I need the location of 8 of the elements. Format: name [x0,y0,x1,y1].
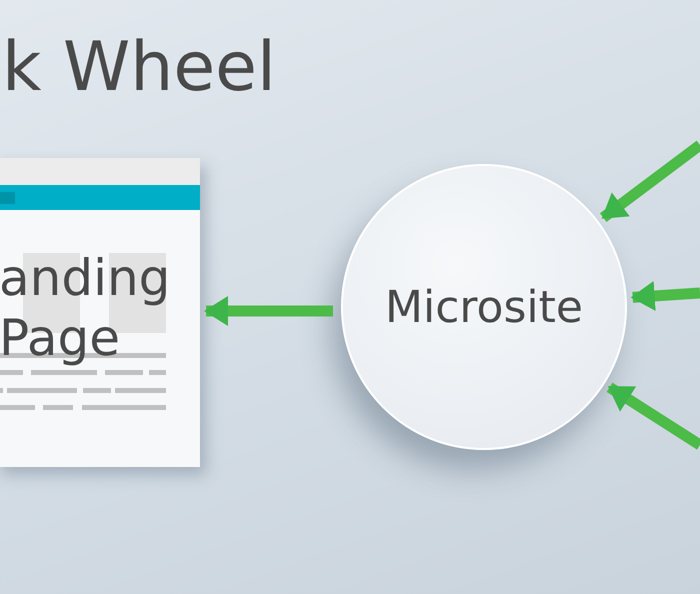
node-label: Microsite [385,282,583,332]
node-label: anding Page [0,248,172,368]
title: k Wheel [2,34,276,102]
webpage-box [0,158,200,467]
arrow [606,382,700,450]
arrow [600,140,700,222]
arrow [204,296,333,326]
arrow [630,280,700,311]
